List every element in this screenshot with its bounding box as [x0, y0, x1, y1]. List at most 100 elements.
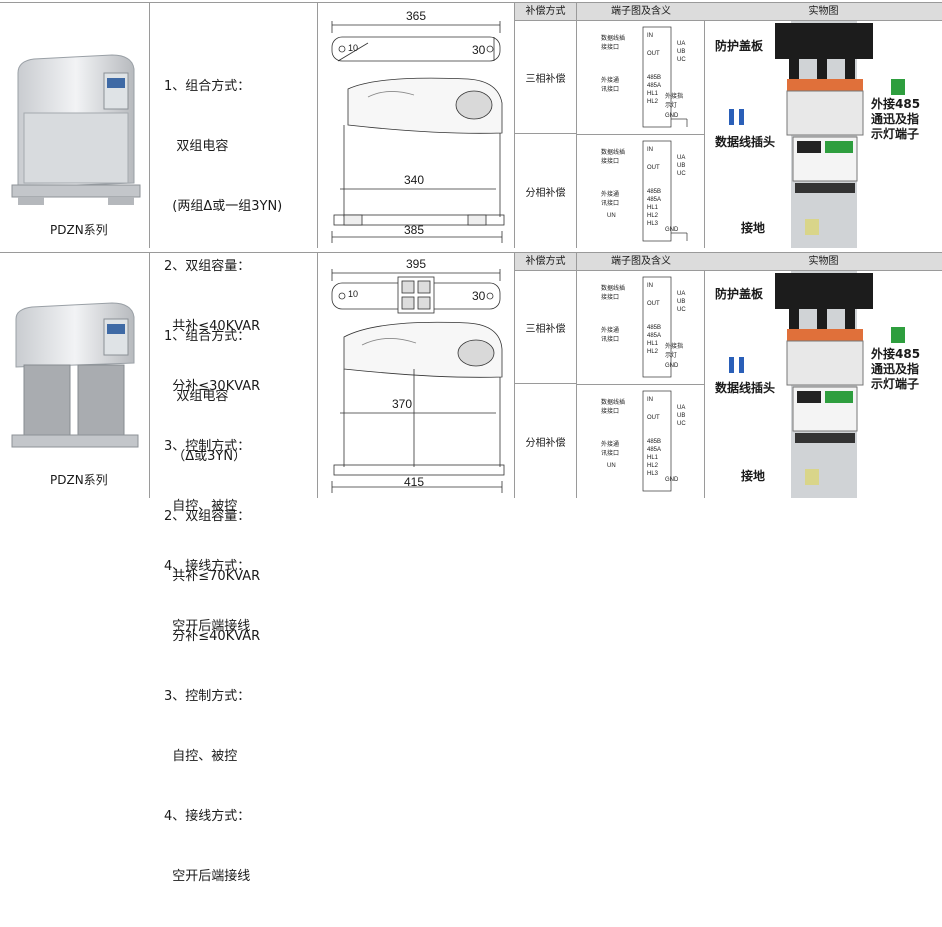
column-header-real: 实物图	[705, 3, 942, 21]
pin-gnd: GND	[665, 227, 679, 233]
spec-line: 3、控制方式：	[164, 439, 251, 454]
callout-ground: 接地	[741, 469, 766, 483]
pin-485a: 485A	[647, 83, 662, 89]
dimension-drawing	[331, 269, 505, 493]
spec-line: 2、双组容量：	[164, 509, 251, 524]
pin-hl2: HL2	[647, 349, 659, 355]
real-photo-cell: 实物图 防护盖板 数据线插头 外接485 通迅及指 示灯端子 接地	[705, 253, 942, 498]
pin-in: IN	[647, 147, 653, 153]
pin-485a: 485A	[647, 447, 662, 453]
column-header-terminal: 端子图及含义	[577, 3, 705, 21]
product-row-2: PDZN系列 1、组合方式： 双组电容 （Δ或3YN） 2、双组容量： 共补≤7…	[0, 252, 942, 884]
pin-uc: UC	[677, 307, 686, 313]
pin-ua: UA	[677, 291, 686, 297]
terminal-cell: 补偿方式 端子图及含义 三相补偿 分相补偿 数据线插 接接口 IN OUT 外接…	[515, 3, 705, 248]
spec-line: 自控、被控	[164, 749, 238, 764]
divider	[577, 134, 705, 135]
terminal-diagrams	[642, 26, 688, 242]
pin-uc: UC	[677, 57, 686, 63]
spec-line: 空开后端接线	[164, 869, 251, 884]
column-header-terminal: 端子图及含义	[577, 253, 705, 271]
pin-ub: UB	[677, 413, 686, 419]
pin-485b: 485B	[647, 439, 662, 445]
pin-ub: UB	[677, 49, 686, 55]
spec-text: 1、组合方式： 双组电容 （Δ或3YN） 2、双组容量： 共补≤70KVAR 分…	[164, 287, 260, 927]
dim-width: 365	[406, 9, 427, 23]
pin-hl1: HL1	[647, 205, 659, 211]
pin-ua: UA	[677, 155, 686, 161]
pin-ub: UB	[677, 163, 686, 169]
pin-485b: 485B	[647, 325, 662, 331]
pin-485b: 485B	[647, 189, 662, 195]
callout-ext: 外接485 通迅及指 示灯端子	[871, 347, 921, 391]
dim-height: 30	[472, 289, 486, 303]
dim-inner: 370	[392, 397, 413, 411]
dim-width: 395	[406, 257, 427, 271]
real-photo-cell: 实物图 防护盖板 数据线插头 外接485 通迅及指 示灯端子 接地	[705, 3, 942, 248]
label-data-port: 数据线插 接接口	[601, 36, 626, 51]
product-row-1: PDZN系列 1、组合方式： 双组电容 (两组Δ或一组3YN) 2、双组容量： …	[0, 2, 942, 634]
label-comm-port: 外接通 讯接口	[601, 192, 620, 207]
capacitor-photo	[11, 54, 141, 205]
pin-gnd: GND	[665, 113, 679, 119]
terminal-cell: 补偿方式 端子图及含义 三相补偿 分相补偿 数据线插 接接口 IN OUT 外接…	[515, 253, 705, 498]
real-photo	[729, 21, 905, 248]
callout-plug: 数据线插头	[715, 381, 776, 395]
pin-uc: UC	[677, 171, 686, 177]
label-indicator: 外接指 示灯	[665, 94, 684, 109]
real-photo	[729, 271, 905, 498]
column-header-real: 实物图	[705, 253, 942, 271]
pin-485b: 485B	[647, 75, 662, 81]
pin-ua: UA	[677, 41, 686, 47]
capacitor-photo	[11, 302, 139, 448]
spec-line: 分补≤40KVAR	[164, 629, 261, 644]
pin-hl3: HL3	[647, 471, 659, 477]
spec-cell: 1、组合方式： 双组电容 (两组Δ或一组3YN) 2、双组容量： 共补≤40KV…	[150, 3, 318, 634]
pin-hl2: HL2	[647, 99, 659, 105]
spec-cell: 1、组合方式： 双组电容 （Δ或3YN） 2、双组容量： 共补≤70KVAR 分…	[150, 253, 318, 884]
series-name: PDZN系列	[50, 223, 108, 237]
pin-hl1: HL1	[647, 91, 659, 97]
divider	[577, 384, 705, 385]
pin-in: IN	[647, 33, 653, 39]
pin-out: OUT	[647, 301, 660, 307]
label-comm-port: 外接通 讯接口	[601, 328, 620, 343]
dim-inner: 340	[404, 173, 425, 187]
spec-line: 1、组合方式：	[164, 79, 251, 94]
label-indicator: 外接指 示灯	[665, 344, 684, 359]
label-data-port: 数据线插 接接口	[601, 286, 626, 301]
pin-gnd: GND	[665, 363, 679, 369]
spec-line: 3、控制方式：	[164, 689, 251, 704]
label-data-port: 数据线插 接接口	[601, 400, 626, 415]
terminal-diagrams	[642, 276, 672, 492]
spec-line: 双组电容	[164, 389, 229, 404]
pin-out: OUT	[647, 415, 660, 421]
dimension-drawing-cell: 395 10 30 370 415	[318, 253, 515, 498]
product-photo-cell: PDZN系列	[0, 253, 150, 498]
pin-in: IN	[647, 283, 653, 289]
pin-uc: UC	[677, 421, 686, 427]
pin-gnd: GND	[665, 477, 679, 483]
pin-out: OUT	[647, 51, 660, 57]
product-spec-sheet: PDZN系列 1、组合方式： 双组电容 (两组Δ或一组3YN) 2、双组容量： …	[0, 2, 942, 884]
callout-ext: 外接485 通迅及指 示灯端子	[871, 97, 921, 141]
callout-plug: 数据线插头	[715, 135, 776, 149]
pin-out: OUT	[647, 165, 660, 171]
spec-line: （Δ或3YN）	[164, 449, 247, 464]
pin-485a: 485A	[647, 197, 662, 203]
spec-line: 2、双组容量：	[164, 259, 251, 274]
mode-three-phase: 三相补偿	[515, 21, 577, 134]
mode-split-phase: 分相补偿	[515, 134, 577, 248]
spec-line: 1、组合方式：	[164, 329, 251, 344]
pin-un: UN	[607, 463, 616, 469]
label-data-port: 数据线插 接接口	[601, 150, 626, 165]
label-comm-port: 外接通 讯接口	[601, 78, 620, 93]
column-header-mode: 补偿方式	[515, 253, 577, 271]
pin-hl2: HL2	[647, 463, 659, 469]
product-photo-cell: PDZN系列	[0, 3, 150, 248]
callout-cover: 防护盖板	[715, 287, 764, 301]
pin-ua: UA	[677, 405, 686, 411]
pin-in: IN	[647, 397, 653, 403]
spec-line: 4、接线方式：	[164, 809, 251, 824]
dimension-drawing-cell: 365 10 30 340 385	[318, 3, 515, 248]
